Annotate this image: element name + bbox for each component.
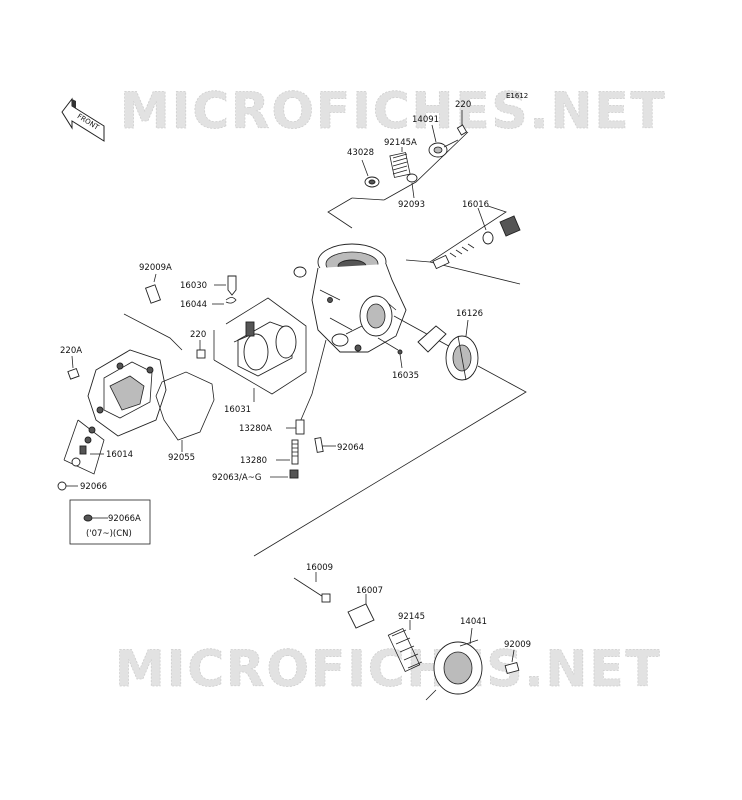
screw-220a — [67, 367, 80, 380]
label-92093: 92093 — [398, 200, 425, 210]
label-16016: 16016 — [462, 200, 489, 210]
spring-92145a — [389, 152, 411, 178]
note-box-92066a — [69, 499, 151, 545]
label-92145a: 92145A — [384, 138, 417, 148]
gasket-92055 — [155, 371, 215, 452]
small-parts-left — [123, 273, 237, 351]
label-16007: 16007 — [356, 586, 383, 596]
label-92063: 92063/A~G — [212, 473, 261, 483]
watermark-top: MICROFICHES.NET — [120, 82, 667, 140]
front-arrow-icon: FRONT — [61, 97, 105, 142]
label-92066: 92066 — [80, 482, 107, 492]
choke-assembly-top — [327, 110, 469, 229]
screw-220-mid — [196, 349, 206, 359]
float-assembly-16031 — [213, 297, 307, 402]
label-220-top: 220 — [455, 100, 471, 110]
jets-group — [270, 419, 336, 479]
label-13280a: 13280A — [239, 424, 272, 434]
watermark-bottom: MICROFICHES.NET — [115, 640, 662, 698]
label-92009: 92009 — [504, 640, 531, 650]
label-220a: 220A — [60, 346, 82, 356]
label-220-mid: 220 — [190, 330, 206, 340]
label-92145: 92145 — [398, 612, 425, 622]
label-16030: 16030 — [180, 281, 207, 291]
float-bowl — [87, 349, 167, 437]
oring-92066 — [57, 481, 67, 491]
label-16035: 16035 — [392, 371, 419, 381]
jet-16035 — [397, 349, 403, 355]
diagram-code: E1612 — [506, 92, 528, 100]
label-14091: 14091 — [412, 115, 439, 125]
label-16031: 16031 — [224, 405, 251, 415]
label-92066a: 92066A — [108, 514, 141, 524]
label-92009a: 92009A — [139, 263, 172, 273]
drain-16014 — [63, 419, 105, 475]
label-43028: 43028 — [347, 148, 374, 158]
carburetor-body — [293, 243, 407, 353]
needle-assembly-16016 — [405, 205, 521, 285]
label-16044: 16044 — [180, 300, 207, 310]
label-16014: 16014 — [106, 450, 133, 460]
label-92055: 92055 — [168, 453, 195, 463]
label-14041: 14041 — [460, 617, 487, 627]
label-92064: 92064 — [337, 443, 364, 453]
cover-16126 — [393, 315, 479, 381]
lower-assembly — [293, 572, 520, 701]
label-16126: 16126 — [456, 309, 483, 319]
label-13280: 13280 — [240, 456, 267, 466]
label-16009: 16009 — [306, 563, 333, 573]
label-note-cn: ('07~)(CN) — [86, 529, 132, 539]
